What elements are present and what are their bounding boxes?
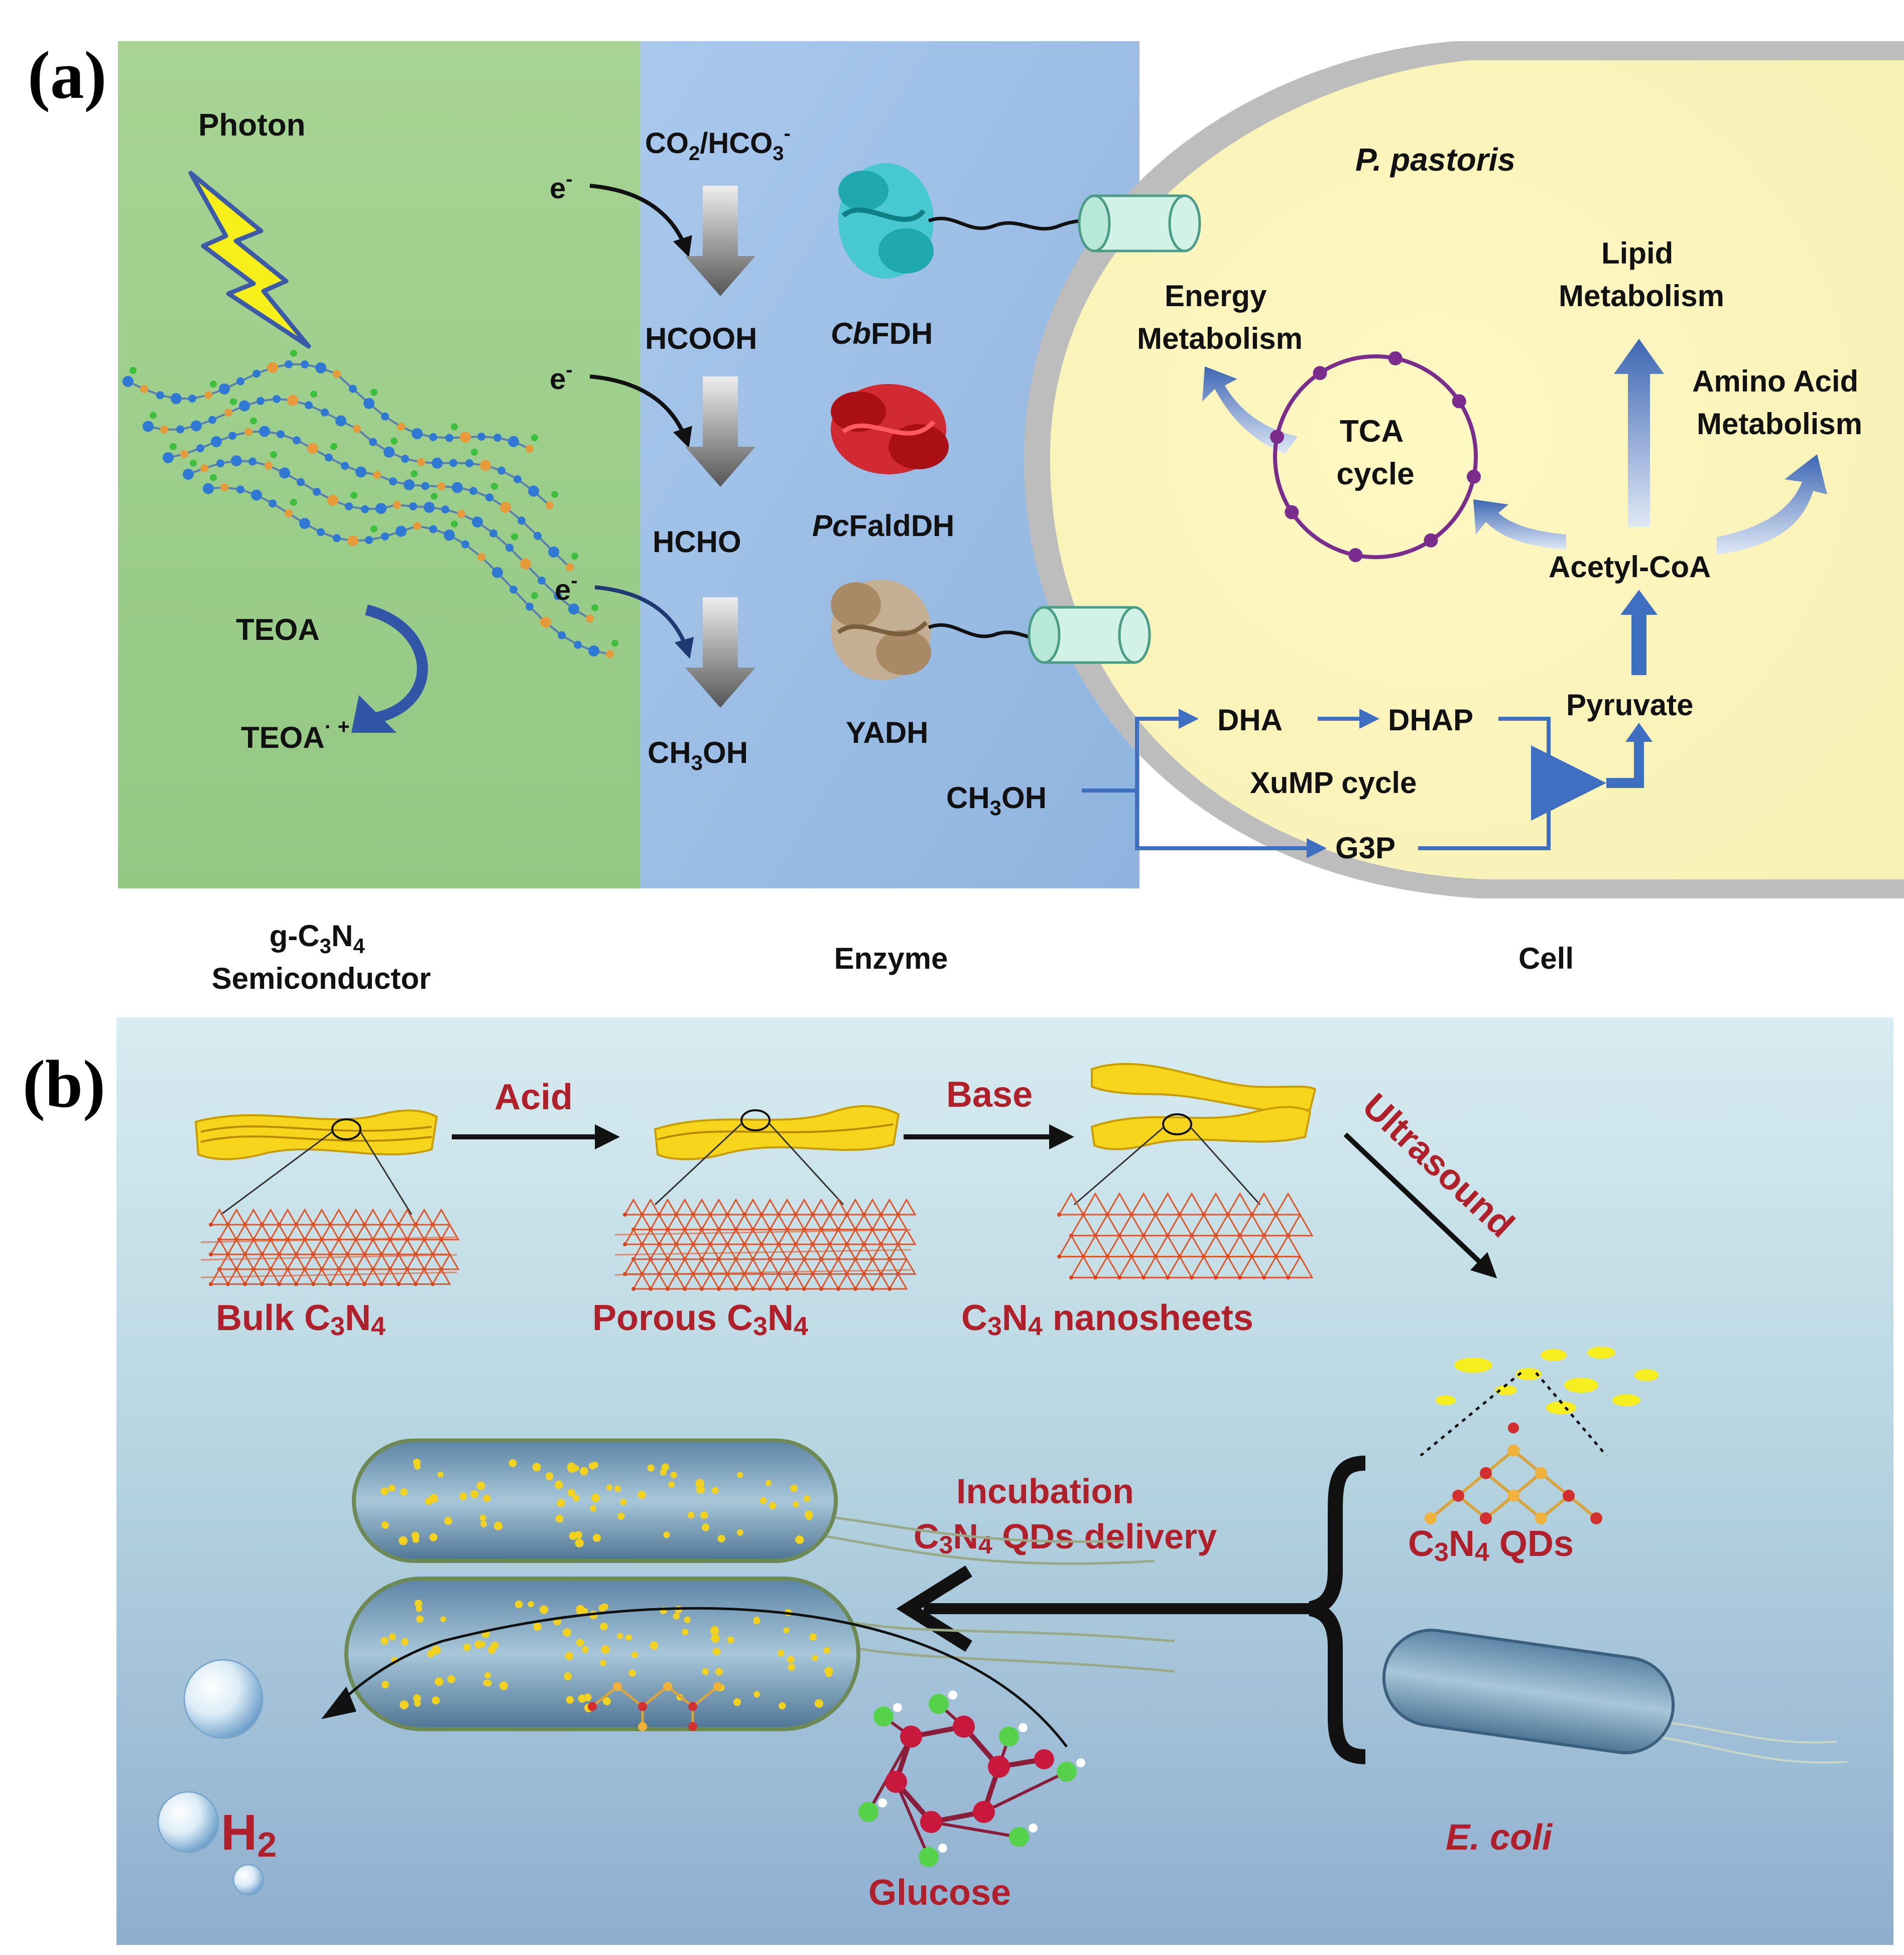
electron-1: e-	[550, 168, 692, 257]
panel-a: (a) Photon TEOA TEOA· + e- e- e-	[28, 38, 1904, 995]
svg-text:e-: e-	[550, 168, 573, 205]
energy-metabolism-label: Energy Metabolism	[1137, 279, 1303, 355]
panel-b: (b) Acid Base	[23, 1017, 1893, 1945]
c3n4-qds-label: C3N4 QDs	[1408, 1524, 1574, 1567]
metabolic-curve-tail	[338, 1640, 442, 1705]
qds-delivery-label: C3N4 QDs delivery	[914, 1517, 1217, 1559]
xump-pathway-lines	[1082, 709, 1644, 858]
base-label: Base	[946, 1075, 1033, 1115]
semiconductor-caption: g-C3N4 Semiconductor	[212, 919, 431, 995]
dhap-label: DHAP	[1388, 703, 1473, 737]
pyruvate-label: Pyruvate	[1566, 688, 1693, 722]
c3n4-nanosheets	[1057, 1063, 1317, 1280]
h2-label: H2	[221, 1804, 277, 1864]
c3n4-quantum-dots	[1436, 1347, 1659, 1414]
xump-cycle-label: XuMP cycle	[1250, 766, 1417, 800]
teoa-oxidized-label: TEOA· +	[241, 715, 350, 754]
dha-label: DHA	[1217, 703, 1283, 737]
tca-cycle: TCA cycle	[1270, 351, 1481, 563]
tca-label: TCA cycle	[1336, 414, 1414, 491]
bulk-c3n4-label: Bulk C3N4	[216, 1298, 386, 1341]
panel-a-label: (a)	[28, 38, 106, 113]
pcfalddh-protein-icon	[831, 384, 949, 474]
ch3oh-product-label: CH3OH	[648, 736, 748, 774]
electron-2: e-	[550, 359, 692, 448]
ecoli-label: E. coli	[1446, 1817, 1553, 1858]
qd-structure	[1420, 1372, 1607, 1524]
g-c3n4-lattice	[122, 349, 618, 659]
arrow-ultrasound	[1343, 1132, 1497, 1278]
glucose-molecule-icon	[858, 1690, 1085, 1867]
ch3oh-substrate-label: CH3OH	[946, 781, 1047, 820]
amino-acid-metabolism-label: Amino Acid Metabolism	[1692, 364, 1867, 441]
bacterium-top-icon	[352, 1439, 1155, 1565]
cell-caption: Cell	[1518, 942, 1574, 975]
arrow-to-pyruvate-head	[1625, 723, 1653, 742]
c3n4-nanosheets-label: C3N4 nanosheets	[961, 1298, 1253, 1341]
acetyl-coa-label: Acetyl-CoA	[1549, 550, 1711, 584]
teoa-curved-arrow	[365, 604, 428, 723]
pcfalddh-label: PcFaldDH	[812, 509, 954, 543]
teoa-label: TEOA	[236, 613, 320, 646]
g3p-label: G3P	[1335, 831, 1395, 865]
svg-text:e-: e-	[550, 359, 573, 396]
glucose-label: Glucose	[868, 1873, 1011, 1913]
panel-b-label: (b)	[23, 1047, 105, 1122]
cell-interior	[1050, 60, 1904, 879]
metabolic-curve-arrow	[441, 1607, 1068, 1748]
arrow-pyruvate-to-acetyl	[1620, 590, 1658, 675]
hcooh-label: HCOOH	[645, 322, 757, 355]
porous-c3n4-sheet	[614, 1105, 917, 1291]
hydrogen-bubbles-icon	[157, 1659, 265, 1896]
cbfdh-protein-icon	[838, 163, 934, 279]
arrow-to-tca	[1473, 499, 1566, 550]
cbfdh-label: CbFDH	[831, 317, 933, 350]
bulk-c3n4-sheet	[194, 1109, 460, 1286]
reduction-arrow-3	[685, 597, 755, 708]
ecoli-cell-icon	[1382, 1628, 1848, 1764]
svg-text:e-: e-	[555, 570, 578, 606]
reduction-arrow-2	[685, 376, 755, 487]
transporter-top-icon	[1078, 194, 1201, 252]
photon-label: Photon	[198, 108, 306, 143]
hcho-label: HCHO	[653, 525, 741, 559]
reduction-arrow-1	[685, 186, 755, 296]
yadh-label: YADH	[846, 716, 929, 749]
yadh-protein-icon	[831, 580, 931, 680]
enzyme-caption: Enzyme	[834, 942, 948, 975]
electron-3: e-	[555, 570, 694, 659]
incubation-arrowhead	[896, 1565, 972, 1652]
teoa-arrowhead	[351, 695, 397, 733]
acid-label: Acid	[494, 1077, 573, 1117]
organism-label: P. pastoris	[1355, 142, 1515, 178]
bacterium-bottom-icon	[344, 1577, 1175, 1731]
transporter-bottom-icon	[1028, 606, 1151, 664]
incubation-label: Incubation	[956, 1472, 1134, 1511]
lipid-metabolism-label: Lipid Metabolism	[1559, 236, 1724, 313]
arrow-to-amino-acid	[1717, 454, 1827, 555]
porous-c3n4-label: Porous C3N4	[592, 1298, 808, 1341]
co2-hco3-label: CO2/HCO3-	[645, 122, 791, 165]
lightning-bolt-icon	[188, 171, 311, 349]
arrow-to-lipid	[1614, 339, 1664, 527]
